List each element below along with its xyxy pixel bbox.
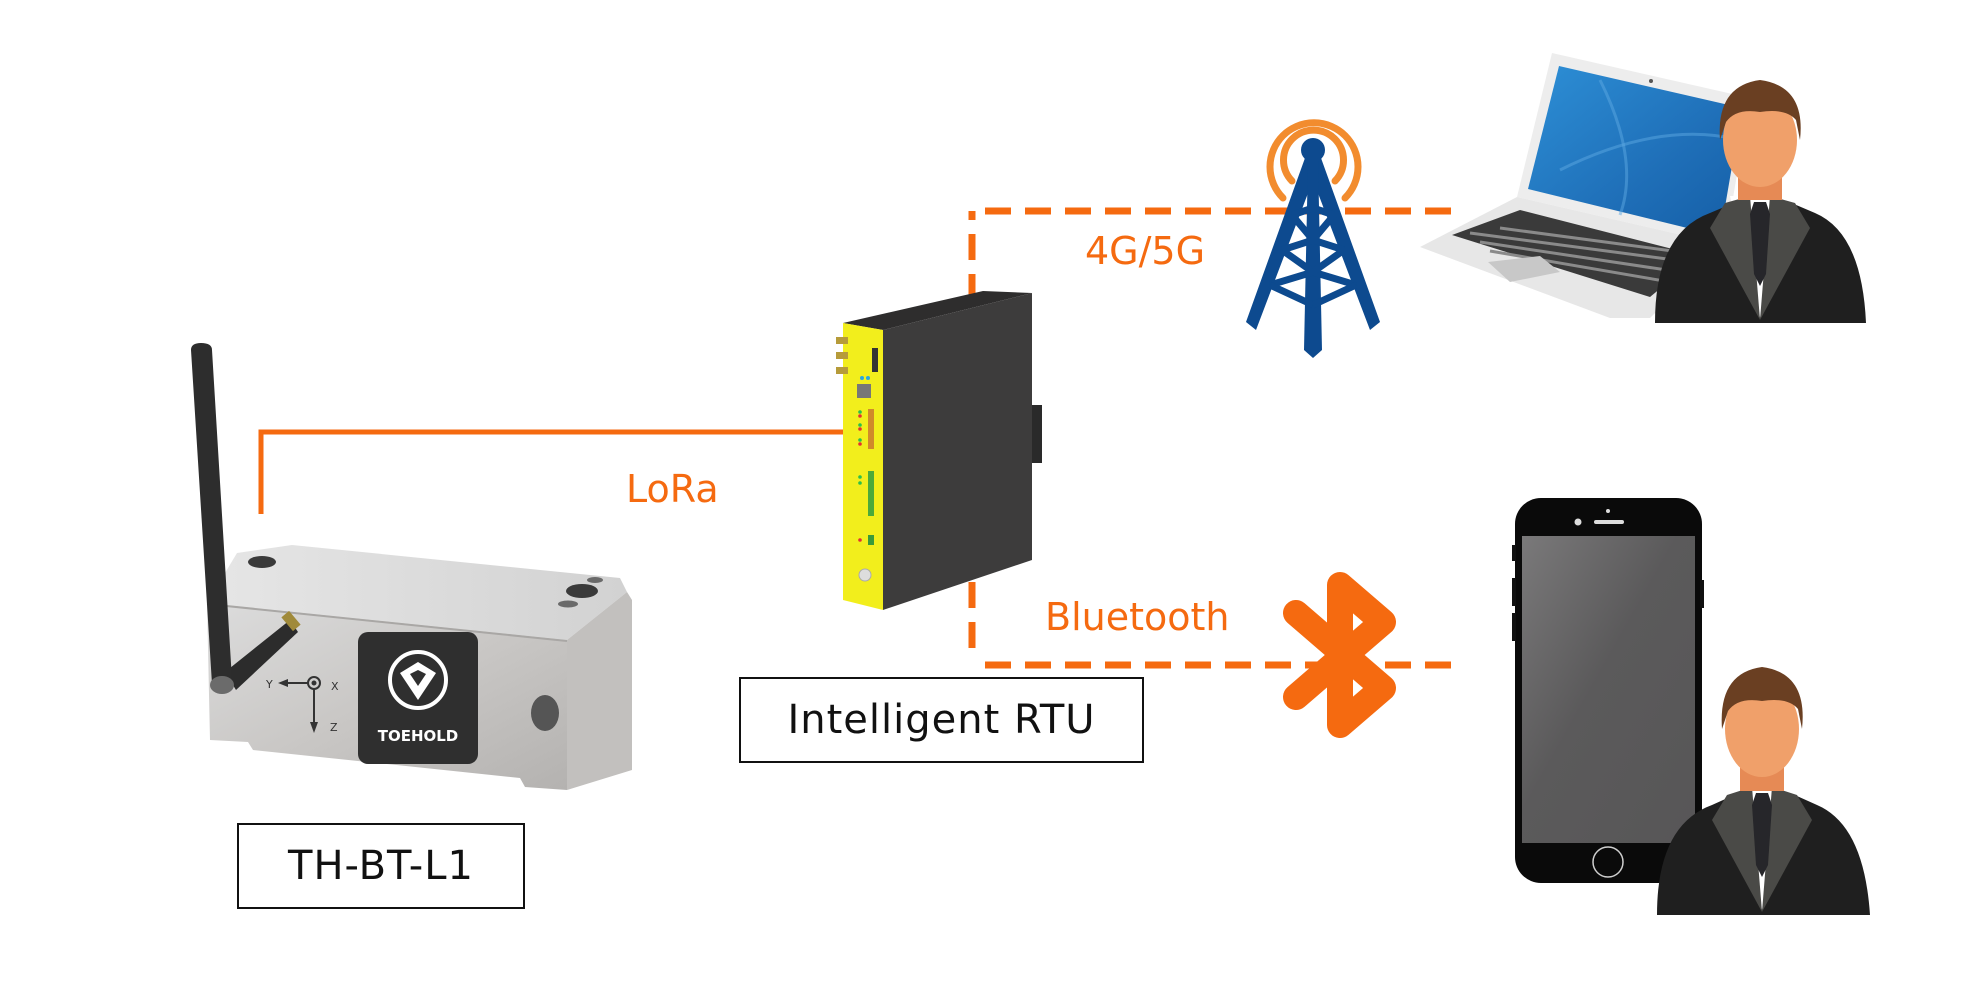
sensor-label-box: TH-BT-L1 xyxy=(237,823,525,909)
rtu-gateway-icon xyxy=(836,291,1042,610)
link-label-4g5g: 4G/5G xyxy=(1085,229,1206,273)
user-avatar-icon xyxy=(1657,667,1870,915)
link-label-bluetooth: Bluetooth xyxy=(1045,595,1230,639)
rtu-label: Intelligent RTU xyxy=(787,697,1096,743)
sensor-device-icon: TOEHOLD Y X Z xyxy=(191,343,632,790)
axes-indicator-icon xyxy=(278,676,321,733)
sensor-label: TH-BT-L1 xyxy=(288,843,474,889)
axis-x-label: X xyxy=(331,680,339,693)
smartphone-icon xyxy=(1512,498,1704,883)
link-label-lora: LoRa xyxy=(626,467,719,511)
laptop-icon xyxy=(1420,53,1750,318)
link-4g5g xyxy=(968,207,1452,300)
user-avatar-icon xyxy=(1655,80,1866,323)
cell-tower-icon xyxy=(1246,119,1380,358)
link-bluetooth xyxy=(968,582,1452,669)
axis-z-label: Z xyxy=(330,721,338,734)
axis-y-label: Y xyxy=(265,678,273,691)
bluetooth-icon xyxy=(1283,572,1396,738)
sensor-brand-text: TOEHOLD xyxy=(378,727,459,745)
link-lora xyxy=(258,429,846,514)
rtu-label-box: Intelligent RTU xyxy=(739,677,1144,763)
